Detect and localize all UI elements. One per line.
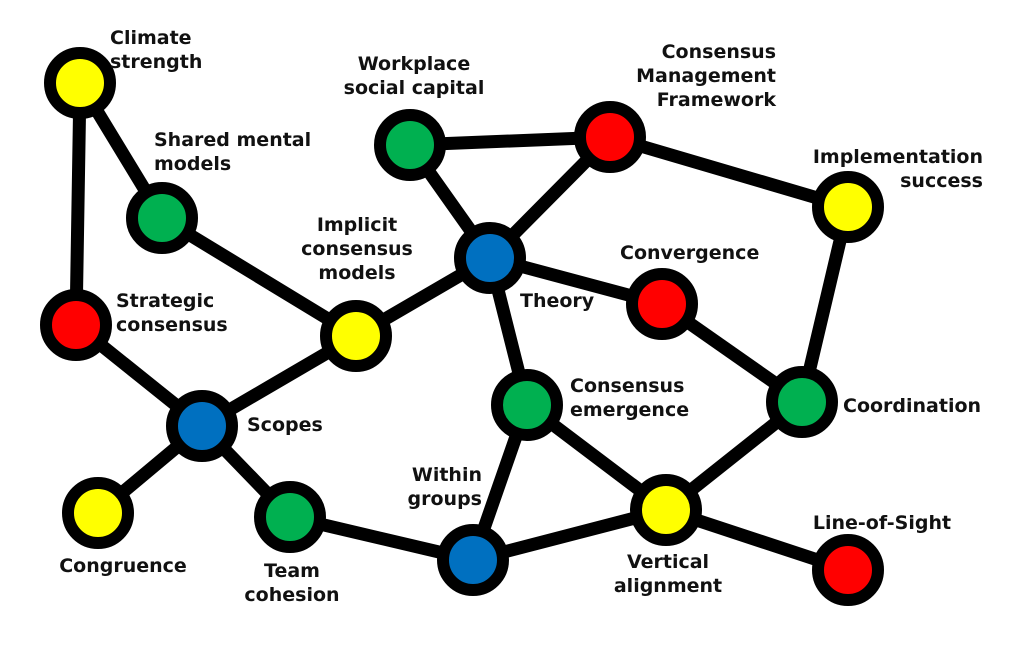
node-label-line: Framework bbox=[657, 89, 777, 111]
node-label-line: Workplace bbox=[358, 53, 470, 75]
node-label-line: Within bbox=[412, 464, 482, 486]
node-vertical-alignment bbox=[630, 474, 702, 546]
node-label-line: consensus bbox=[116, 314, 228, 336]
node-workplace-social-capital bbox=[374, 109, 446, 181]
node-label-line: Consensus bbox=[570, 375, 684, 397]
node-consensus-emergence bbox=[491, 369, 563, 441]
node-label-line: success bbox=[900, 170, 983, 192]
node-label-line: Team bbox=[264, 560, 320, 582]
node-within-groups bbox=[437, 524, 509, 596]
node-label-line: social capital bbox=[344, 77, 485, 99]
node-label-coordination: Coordination bbox=[843, 395, 981, 417]
node-scopes bbox=[166, 390, 238, 462]
node-label-line: Scopes bbox=[247, 414, 323, 436]
node-label-line: Line-of-Sight bbox=[813, 512, 951, 534]
node-theory bbox=[454, 222, 526, 294]
node-label-line: Management bbox=[636, 65, 776, 87]
node-label-scopes: Scopes bbox=[247, 414, 323, 436]
node-implicit-consensus-models bbox=[320, 300, 392, 372]
edge-shared-mental-models-to-implicit-consensus-models bbox=[155, 211, 363, 343]
node-label-congruence: Congruence bbox=[59, 555, 187, 577]
node-label-line: Shared mental bbox=[154, 129, 311, 151]
node-team-cohesion bbox=[254, 481, 326, 553]
node-label-line: strength bbox=[110, 51, 202, 73]
node-strategic-consensus bbox=[40, 289, 112, 361]
node-label-line: models bbox=[318, 262, 395, 284]
edge-consensus-management-framework-to-implementation-success bbox=[603, 130, 855, 214]
node-label-line: Implementation bbox=[813, 146, 983, 168]
edge-climate-strength-to-strategic-consensus bbox=[69, 76, 87, 332]
node-label-line: Congruence bbox=[59, 555, 187, 577]
node-line-of-sight bbox=[812, 534, 884, 606]
node-label-line: emergence bbox=[570, 399, 689, 421]
node-consensus-management-framework bbox=[574, 101, 646, 173]
node-label-line: Coordination bbox=[843, 395, 981, 417]
node-convergence bbox=[626, 268, 698, 340]
node-label-line: Consensus bbox=[662, 41, 776, 63]
node-label-line: Theory bbox=[520, 290, 595, 312]
node-label-line: Convergence bbox=[620, 242, 759, 264]
node-label-convergence: Convergence bbox=[620, 242, 759, 264]
node-label-line: Climate bbox=[110, 27, 192, 49]
node-label-line-of-sight: Line-of-Sight bbox=[813, 512, 951, 534]
nodes-layer bbox=[40, 47, 884, 606]
node-label-line: Implicit bbox=[317, 214, 397, 236]
node-label-line: consensus bbox=[301, 238, 413, 260]
node-shared-mental-models bbox=[126, 182, 198, 254]
node-label-line: cohesion bbox=[244, 584, 339, 606]
node-label-theory: Theory bbox=[520, 290, 595, 312]
node-congruence bbox=[62, 477, 134, 549]
node-label-line: groups bbox=[408, 488, 482, 510]
node-label-line: alignment bbox=[614, 575, 722, 597]
node-label-line: models bbox=[154, 153, 231, 175]
node-implementation-success bbox=[812, 171, 884, 243]
node-label-line: Vertical bbox=[627, 551, 709, 573]
node-coordination bbox=[766, 366, 838, 438]
node-label-line: Strategic bbox=[116, 290, 214, 312]
node-climate-strength bbox=[44, 47, 116, 119]
